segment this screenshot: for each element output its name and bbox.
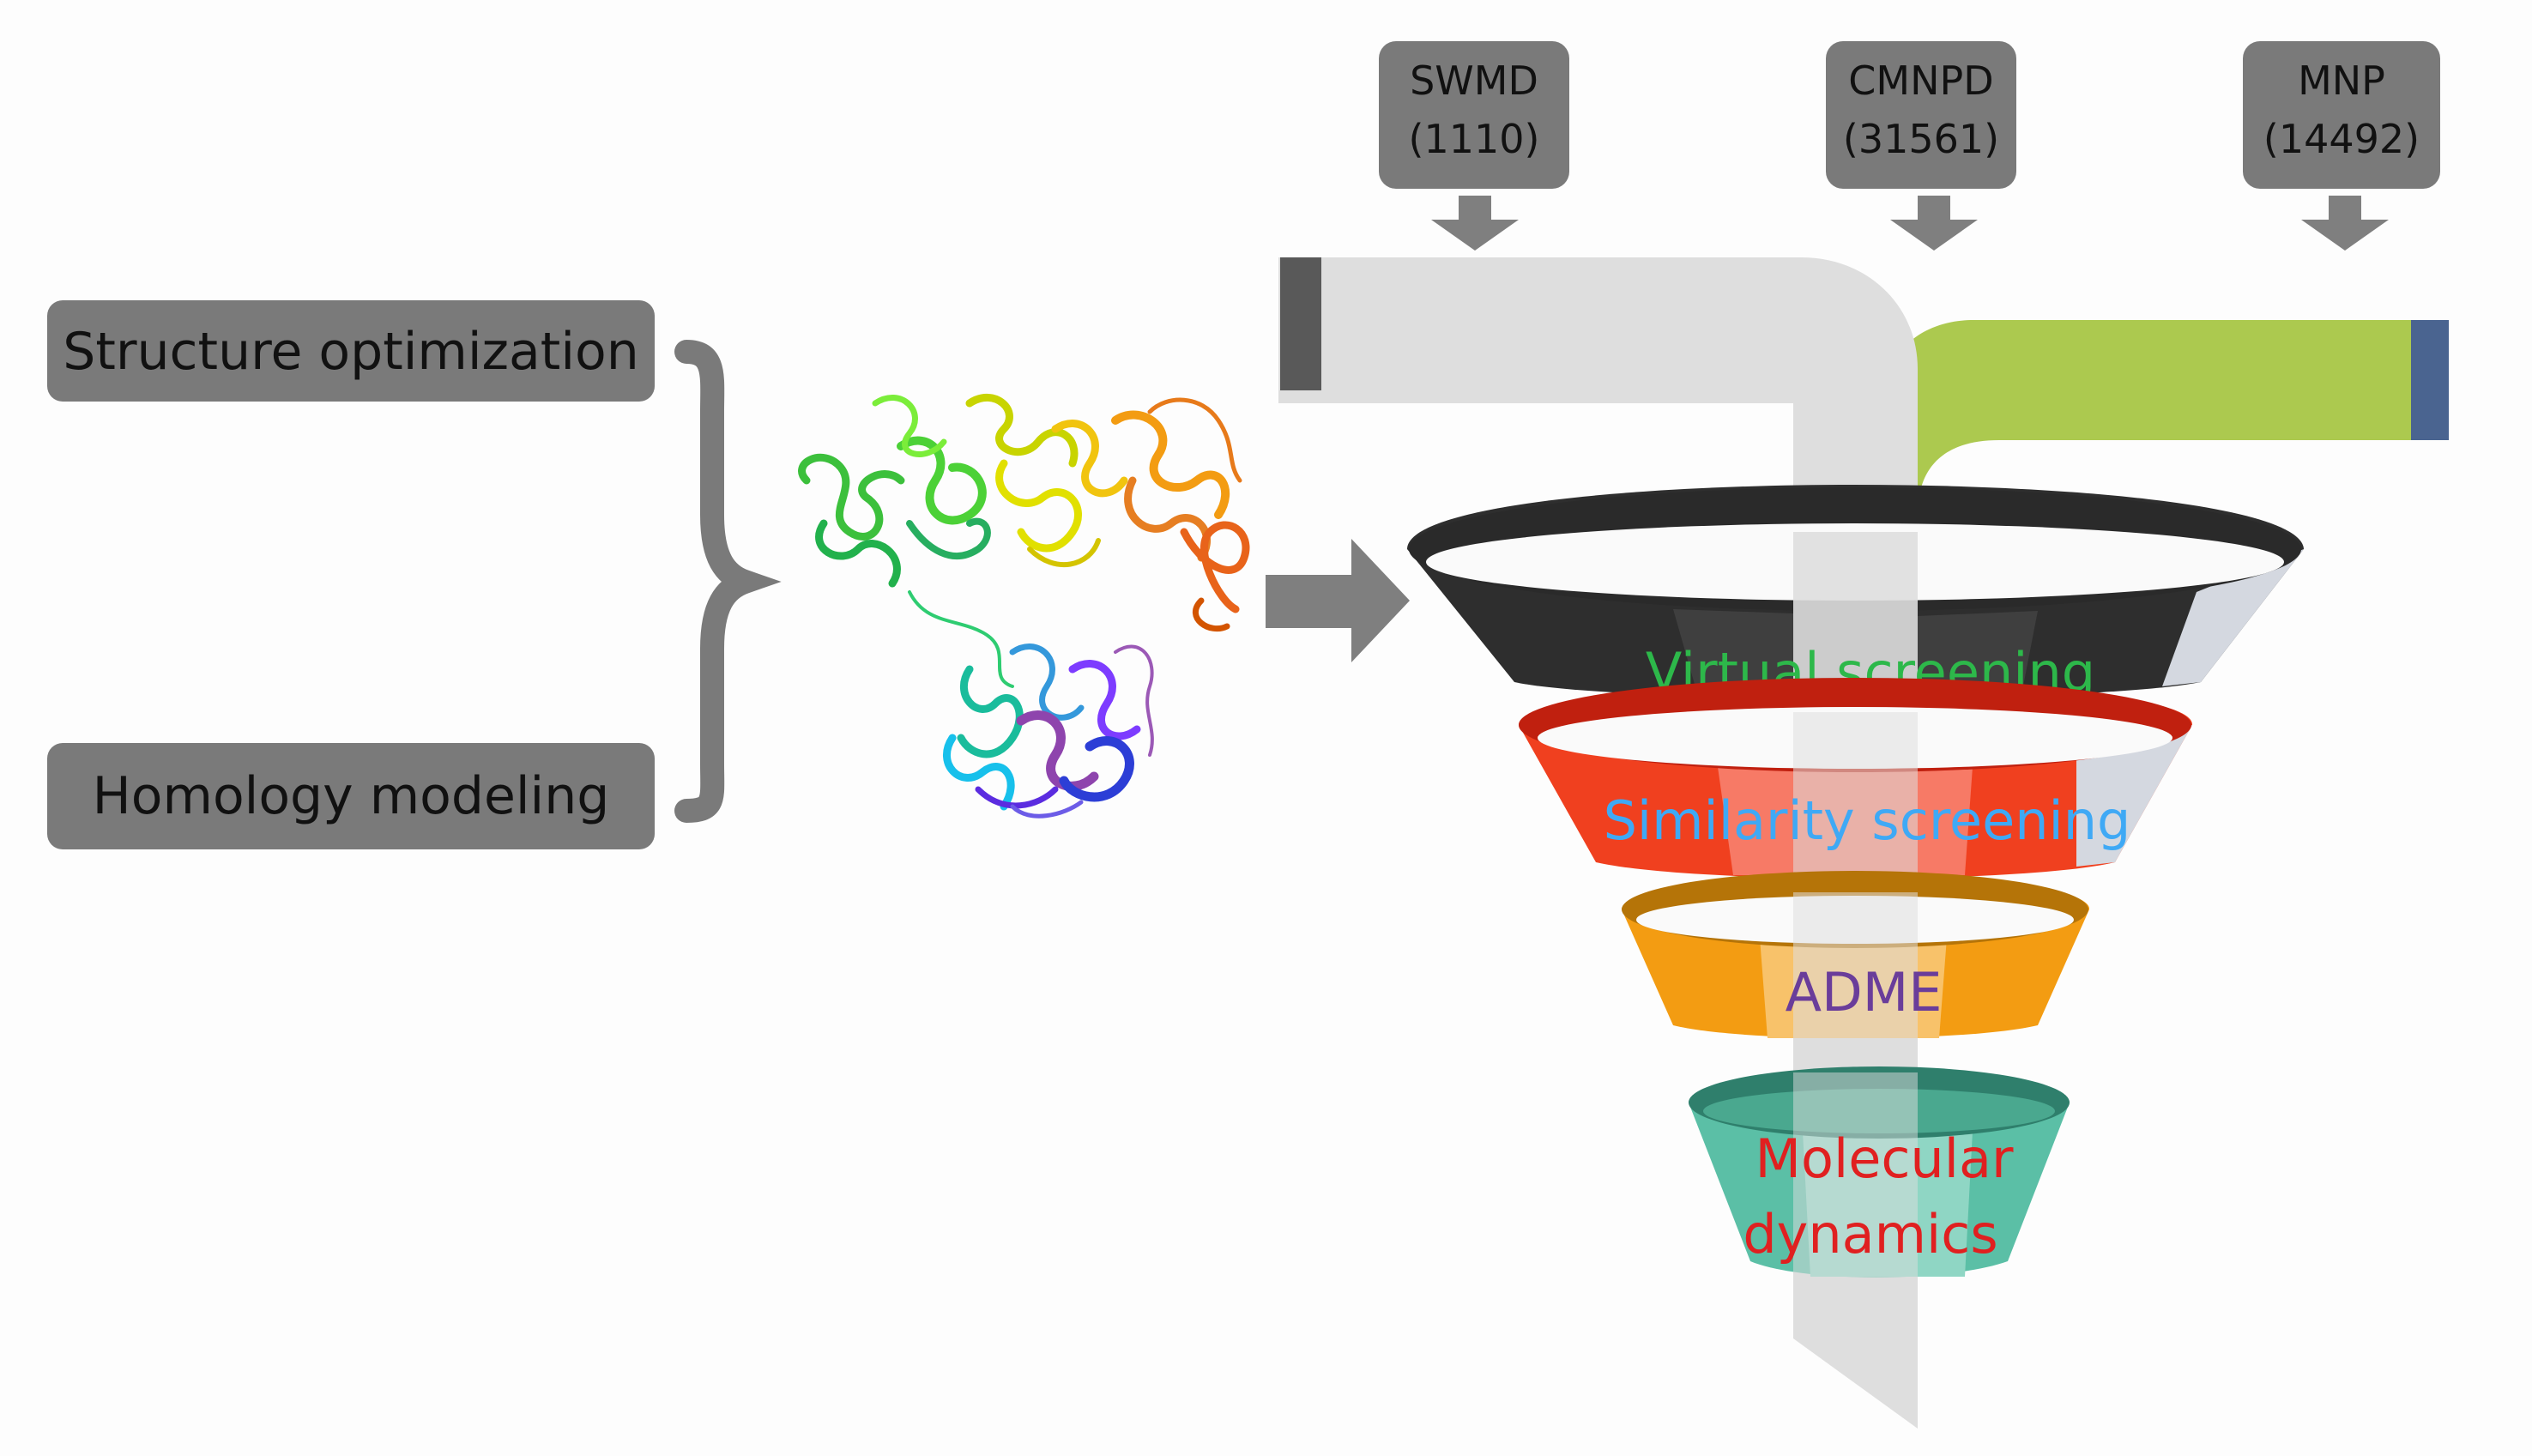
arrow-down-icon: [2301, 196, 2389, 251]
arrow-right-icon: [1266, 539, 1410, 662]
database-mnp-name: MNP: [2298, 57, 2385, 104]
structure-optimization-box: Structure optimization: [47, 300, 655, 402]
structure-optimization-label: Structure optimization: [63, 322, 638, 382]
homology-modeling-label: Homology modeling: [93, 766, 610, 826]
stage-label-dynamics: dynamics: [1743, 1203, 1997, 1266]
gray-pipe: [1278, 257, 1918, 1429]
funnel-stage-molecular-dynamics: Molecular dynamics: [1689, 1066, 2070, 1283]
database-cmnpd-count: (31561): [1843, 116, 1999, 162]
database-mnp-count: (14492): [2263, 116, 2420, 162]
protein-structure-image: [798, 394, 1250, 819]
homology-modeling-box: Homology modeling: [47, 743, 655, 849]
funnel-stage-similarity-screening: Similarity screening: [1519, 678, 2193, 884]
funnel-stage-virtual-screening: Virtual screening: [1407, 485, 2304, 704]
stage-label-molecular: Molecular: [1755, 1127, 2014, 1190]
stage-label-similarity-screening: Similarity screening: [1604, 789, 2131, 852]
database-swmd: SWMD (1110): [1379, 41, 1569, 251]
database-swmd-count: (1110): [1409, 116, 1540, 162]
arrow-down-icon: [1890, 196, 1978, 251]
curly-brace-icon: [674, 340, 782, 823]
database-swmd-name: SWMD: [1410, 57, 1538, 104]
database-cmnpd-name: CMNPD: [1848, 57, 1993, 104]
arrow-down-icon: [1431, 196, 1519, 251]
database-mnp: MNP (14492): [2243, 41, 2440, 251]
stage-label-adme: ADME: [1786, 961, 1943, 1024]
database-cmnpd: CMNPD (31561): [1826, 41, 2016, 251]
green-pipe: [1883, 320, 2449, 772]
funnel-stage-adme: ADME: [1622, 871, 2090, 1038]
